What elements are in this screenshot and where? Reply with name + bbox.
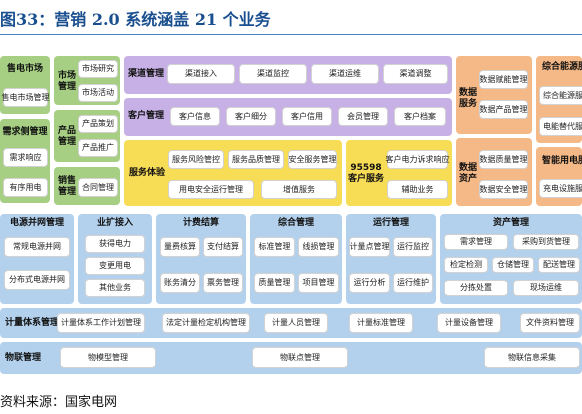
demand-title: 需求侧管理 bbox=[2, 127, 48, 137]
dataservice-panel bbox=[456, 56, 532, 134]
metering-plan-box: 计量体系工作计划管理 bbox=[57, 313, 145, 333]
source-note: 资料来源：国家电网 bbox=[0, 395, 118, 410]
field-maintenance-box: 现场运维 bbox=[513, 280, 579, 296]
iot-title: 物联管理 bbox=[5, 353, 42, 363]
data-product-box: 数据产品管理 bbox=[479, 100, 528, 119]
data-security-box: 数据安全管理 bbox=[479, 180, 528, 199]
shoudian-market-box: 售电市场管理 bbox=[2, 88, 50, 107]
power-safety-box: 用电安全运行管理 bbox=[168, 180, 254, 199]
service-risk-box: 服务风险管控 bbox=[168, 150, 224, 169]
operation-title: 运行管理 bbox=[372, 218, 409, 228]
delivery-box: 配送管理 bbox=[538, 257, 580, 273]
market-title-line1: 市场 bbox=[58, 71, 77, 81]
orderly-power-box: 有序用电 bbox=[3, 178, 48, 197]
contract-title-line1: 销售 bbox=[58, 176, 77, 186]
channel-title: 渠道管理 bbox=[128, 69, 165, 79]
data-quality-box: 数据质量管理 bbox=[479, 150, 528, 169]
market-activity-box: 市场活动 bbox=[78, 84, 118, 102]
figure-title: 图33：营销 2.0 系统涵盖 21 个业务 bbox=[0, 10, 271, 29]
demand-management-box: 需求管理 bbox=[444, 234, 508, 250]
dataasset-title-line1: 数据 bbox=[459, 163, 478, 173]
inspection-box: 检定检测 bbox=[444, 257, 488, 273]
metering-point-box: 计量点管理 bbox=[349, 237, 390, 257]
thing-model-box: 物模型管理 bbox=[60, 347, 156, 368]
dataasset-title-line2: 资产 bbox=[459, 174, 478, 184]
grid-title: 电源并网管理 bbox=[9, 218, 64, 228]
warehouse-box: 仓储管理 bbox=[492, 257, 534, 273]
line-loss-box: 线损管理 bbox=[298, 237, 339, 257]
iot-point-box: 物联点管理 bbox=[252, 347, 348, 368]
service-quality-box: 服务品质管理 bbox=[228, 150, 284, 169]
customer-info-box: 客户信息 bbox=[170, 107, 220, 126]
payment-box: 支付结算 bbox=[203, 237, 243, 257]
shoudian-title: 售电市场 bbox=[6, 64, 43, 74]
customer-title: 客户管理 bbox=[128, 111, 165, 121]
charging-service-box: 充电设施服务 bbox=[539, 179, 582, 198]
product-title-line2: 管理 bbox=[58, 137, 77, 147]
comprehensive-title: 综合管理 bbox=[277, 218, 314, 228]
operation-monitor-box: 运行监控 bbox=[393, 237, 433, 257]
quality-management-box: 质量管理 bbox=[254, 273, 295, 293]
account-clear-box: 账务清分 bbox=[160, 273, 200, 293]
electric-replace-box: 电能替代服务 bbox=[539, 117, 582, 136]
metering-title: 计量体系管理 bbox=[5, 318, 60, 328]
channel-adjust-box: 渠道调整 bbox=[383, 64, 448, 84]
customer-segment-box: 客户细分 bbox=[226, 107, 276, 126]
distributed-grid-box: 分布式电源并网 bbox=[4, 270, 70, 290]
expansion-title: 业扩接入 bbox=[96, 218, 133, 228]
product-title-line1: 产品 bbox=[58, 126, 77, 136]
project-management-box: 项目管理 bbox=[298, 273, 339, 293]
standard-management-box: 标准管理 bbox=[254, 237, 295, 257]
market-title-line2: 管理 bbox=[58, 82, 77, 92]
customer-archive-box: 客户档案 bbox=[394, 107, 446, 126]
service95598-title-line1: 95598 bbox=[350, 163, 382, 173]
metering-device-box: 计量设备管理 bbox=[437, 313, 501, 333]
demand-response-box: 需求响应 bbox=[3, 148, 48, 167]
conventional-grid-box: 常规电源并网 bbox=[4, 237, 70, 257]
market-research-box: 市场研究 bbox=[78, 60, 118, 78]
safety-service-box: 安全服务管理 bbox=[288, 150, 337, 169]
experience-title: 服务体验 bbox=[129, 168, 166, 178]
channel-access-box: 渠道接入 bbox=[167, 64, 235, 84]
asset-title: 资产管理 bbox=[492, 218, 529, 228]
procurement-box: 采购到货管理 bbox=[513, 234, 579, 250]
ticket-management-box: 票务管理 bbox=[203, 273, 243, 293]
change-power-box: 变更用电 bbox=[85, 257, 145, 275]
auxiliary-business-box: 辅助业务 bbox=[387, 180, 448, 199]
customer-credit-box: 客户信用 bbox=[282, 107, 332, 126]
metering-staff-box: 计量人员管理 bbox=[264, 313, 328, 333]
legal-metering-box: 法定计量检定机构管理 bbox=[162, 313, 250, 333]
operation-analysis-box: 运行分析 bbox=[349, 273, 390, 293]
energy-service-box: 综合能源服务 bbox=[539, 86, 582, 105]
fee-calc-box: 量费核算 bbox=[160, 237, 200, 257]
title-divider bbox=[0, 34, 582, 35]
product-promotion-box: 产品推广 bbox=[78, 139, 118, 157]
channel-maintenance-box: 渠道运维 bbox=[311, 64, 379, 84]
dataservice-title-line2: 服务 bbox=[459, 99, 478, 109]
data-enable-box: 数据赋能管理 bbox=[479, 70, 528, 89]
channel-monitor-box: 渠道监控 bbox=[239, 64, 307, 84]
energy-title: 综合能源服务 bbox=[542, 62, 582, 72]
metering-standard-box: 计量标准管理 bbox=[349, 313, 413, 333]
power-request-box: 客户电力诉求响应 bbox=[386, 150, 450, 169]
other-business-box: 其他业务 bbox=[85, 279, 145, 297]
member-management-box: 会员管理 bbox=[338, 107, 388, 126]
contract-management-box: 合同管理 bbox=[78, 178, 118, 197]
product-planning-box: 产品策划 bbox=[78, 115, 118, 133]
value-added-box: 增值服务 bbox=[261, 180, 337, 199]
billing-title: 计费结算 bbox=[182, 218, 219, 228]
iot-collection-box: 物联信息采集 bbox=[484, 347, 580, 368]
sorting-box: 分拣处置 bbox=[444, 280, 508, 296]
get-power-box: 获得电力 bbox=[85, 235, 145, 253]
ev-title: 智能用电服务 bbox=[542, 156, 582, 166]
contract-title-line2: 管理 bbox=[58, 187, 77, 197]
dataservice-title-line1: 数据 bbox=[459, 88, 478, 98]
document-box: 文件资料管理 bbox=[520, 313, 580, 333]
service95598-title-line2: 客户服务 bbox=[347, 174, 384, 184]
operation-maintain-box: 运行维护 bbox=[393, 273, 433, 293]
